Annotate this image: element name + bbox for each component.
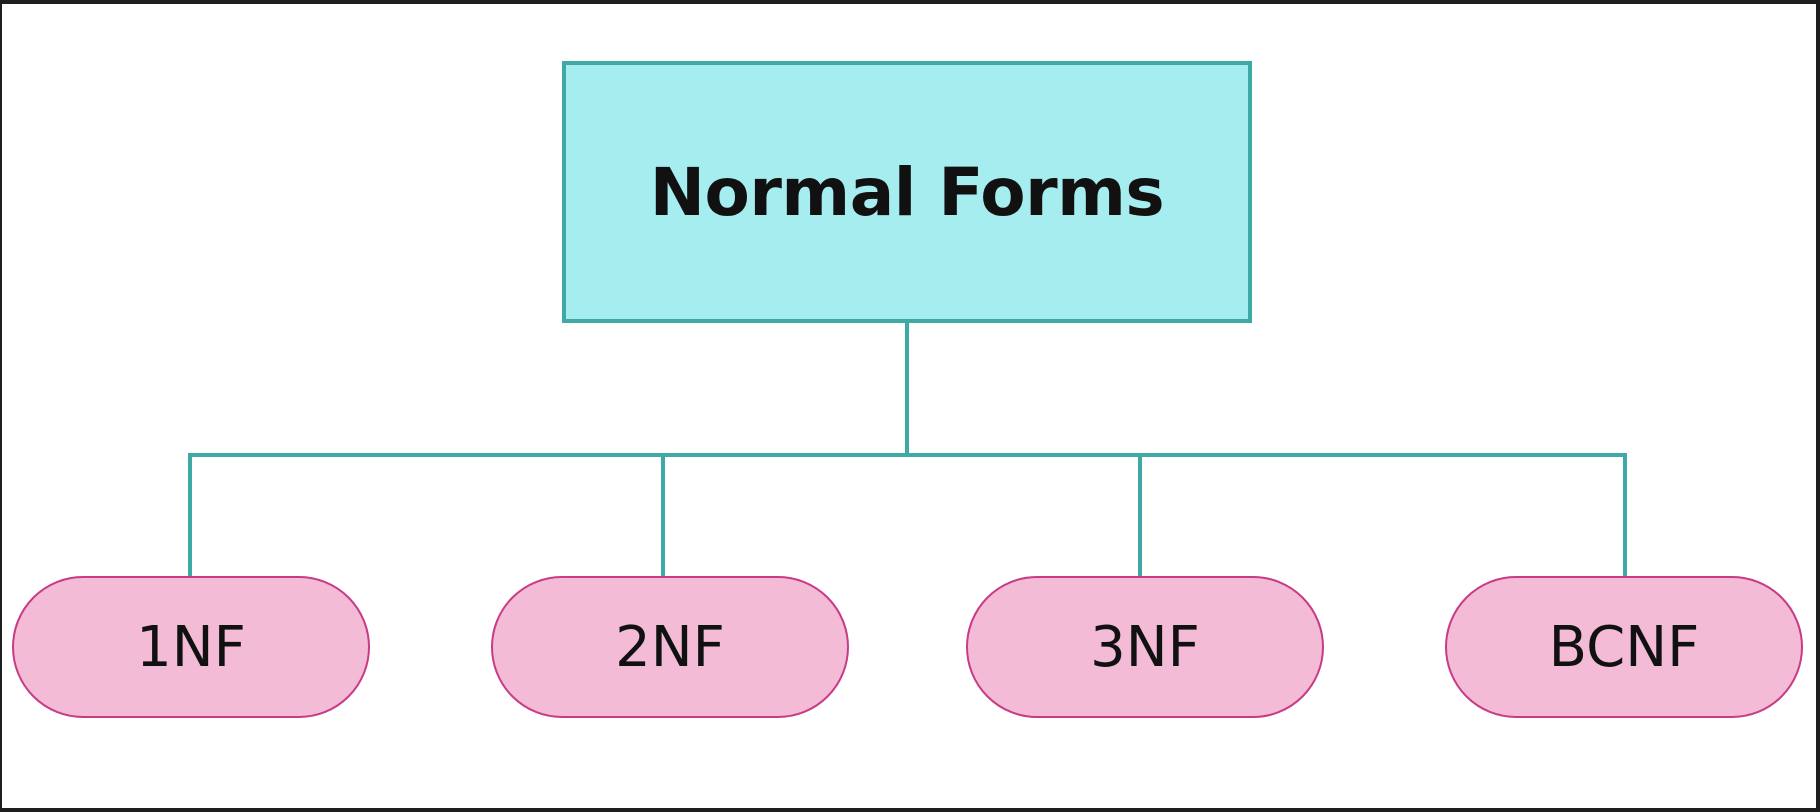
child-node-3nf: 3NF (966, 576, 1324, 718)
child-node-1nf: 1NF (12, 576, 370, 718)
child-node-bcnf: BCNF (1445, 576, 1803, 718)
child-node-label-bcnf: BCNF (1548, 614, 1700, 680)
root-node-label: Normal Forms (649, 153, 1165, 231)
child-node-label-3nf: 3NF (1090, 614, 1200, 680)
root-node-normal-forms: Normal Forms (562, 61, 1252, 323)
child-node-2nf: 2NF (491, 576, 849, 718)
child-node-label-1nf: 1NF (136, 614, 246, 680)
child-node-label-2nf: 2NF (615, 614, 725, 680)
